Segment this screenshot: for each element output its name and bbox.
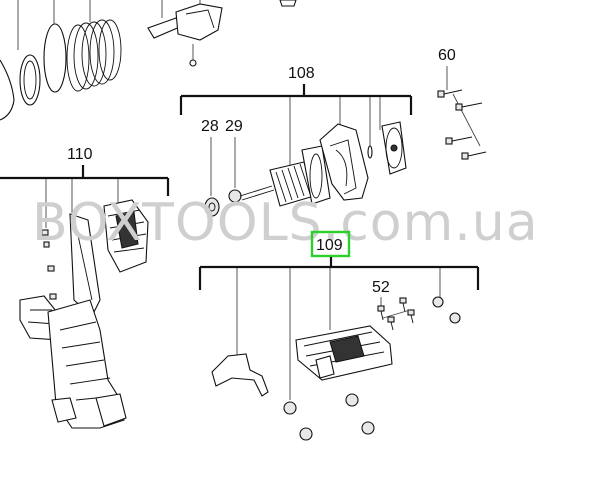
label-110: 110 [67,146,93,163]
label-28: 28 [201,118,219,135]
watermark: BOXTOOLS.com.ua [32,193,539,253]
part-60-screws: 60 [437,47,487,160]
spindle-part [147,0,297,67]
group-109: 109 52 [198,230,480,441]
label-60: 60 [438,47,456,64]
label-109: 109 [316,237,343,254]
label-52: 52 [372,279,390,296]
label-29: 29 [225,118,243,135]
group-108: 108 28 29 [179,65,413,217]
label-108: 108 [288,65,315,82]
gear-spring-assembly [0,0,122,121]
group-110: 110 [0,146,170,429]
label-109-highlight [310,230,351,258]
